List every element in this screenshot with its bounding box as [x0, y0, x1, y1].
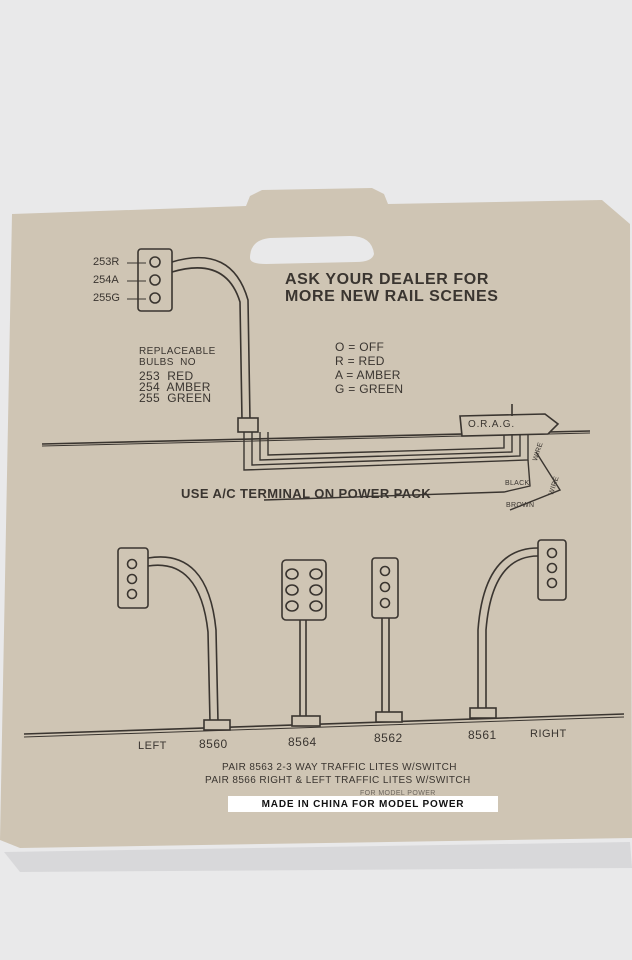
- label-right: RIGHT: [530, 728, 567, 740]
- pair-8566: PAIR 8566 RIGHT & LEFT TRAFFIC LITES W/S…: [205, 775, 471, 786]
- pair-8563: PAIR 8563 2-3 WAY TRAFFIC LITES W/SWITCH: [222, 762, 457, 773]
- made-in-text: MADE IN CHINA FOR MODEL POWER: [261, 798, 465, 810]
- power-pack-instruction: USE A/C TERMINAL ON POWER PACK: [181, 486, 432, 501]
- signal-8564: [281, 559, 327, 727]
- cardboard-card: [0, 188, 632, 848]
- signal-8560: [117, 547, 231, 731]
- bulb-label-254a: 254A: [93, 274, 119, 286]
- bulb-255-green: 255 GREEN: [139, 391, 212, 405]
- label-8562: 8562: [374, 731, 403, 745]
- orag-switch: [459, 413, 560, 437]
- bulb-253-red: 253 RED: [139, 369, 194, 383]
- legend-green: G = GREEN: [335, 382, 404, 396]
- bulb-label-253r: 253R: [93, 256, 120, 268]
- legend-off: O = OFF: [335, 340, 385, 354]
- signal-8561: [469, 539, 567, 719]
- made-in-label: MADE IN CHINA FOR MODEL POWER: [228, 796, 498, 812]
- legend-amber: A = AMBER: [335, 368, 401, 382]
- bulb-label-255g: 255G: [93, 292, 120, 304]
- wire-label-black: BLACK: [505, 480, 530, 487]
- bulbs-no-heading: BULBS NO: [139, 357, 196, 368]
- legend-red: R = RED: [335, 354, 385, 368]
- orag-switch-label: O.R.A.G.: [468, 419, 515, 430]
- label-8564: 8564: [288, 735, 317, 749]
- example-signal-arm: [171, 256, 251, 421]
- example-signal-head: [137, 248, 173, 312]
- headline-line-2: MORE NEW RAIL SCENES: [285, 288, 499, 305]
- replaceable-heading: REPLACEABLE: [139, 346, 216, 357]
- label-8560: 8560: [199, 737, 228, 751]
- signal-8562: [371, 557, 403, 723]
- wire-label-brown: BROWN: [506, 502, 535, 509]
- ground-line-bottom: [23, 713, 625, 735]
- cutoff-text: FOR MODEL POWER: [360, 790, 436, 797]
- label-left: LEFT: [138, 740, 167, 752]
- bulb-254-amber: 254 AMBER: [139, 380, 211, 394]
- hang-hole: [250, 236, 374, 264]
- headline-line-1: ASK YOUR DEALER FOR: [285, 271, 490, 288]
- label-8561: 8561: [468, 728, 497, 742]
